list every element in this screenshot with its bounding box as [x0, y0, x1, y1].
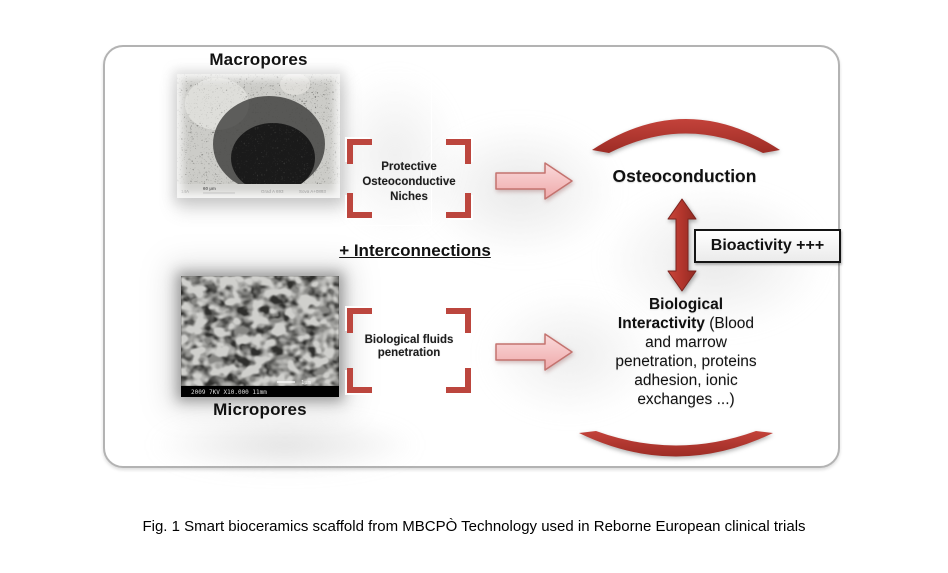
micro-niche-line2: penetration [377, 347, 441, 359]
niche-bracket-macro: Protective Osteoconductive Niches [347, 139, 471, 218]
sem-macro-footer-left: 14A [181, 189, 189, 194]
osteoconduction-label: Osteoconduction [612, 166, 757, 186]
micropores-label: Micropores [213, 400, 307, 419]
bio-line: adhesion, ionic [634, 372, 738, 389]
bio-line: Interactivity (Blood [617, 315, 755, 332]
sem-image-macropores: 14A 60 µm Grad A 693 Sova A+0893 [177, 74, 340, 198]
micro-niche-text: Biological fluids penetration [347, 334, 471, 360]
bracket-corner-tl [347, 308, 372, 333]
micro-niche-line1: Biological fluids [364, 334, 454, 346]
bracket-corner-bl [347, 368, 372, 393]
bracket-corner-tr [446, 308, 471, 333]
bio-line: Biological [648, 296, 724, 313]
interconnections-label: + Interconnections [339, 241, 491, 260]
bracket-corner-tr [446, 139, 471, 164]
double-arrow-icon [666, 198, 698, 292]
white-outline-box [341, 72, 432, 226]
sem-micro-graphic: 1µm 2009 7KV X10.000 11mm [181, 276, 339, 397]
bio-line: and marrow [645, 334, 727, 351]
bioactivity-box: Bioactivity +++ [694, 229, 841, 263]
bio-line: penetration, proteins [615, 353, 757, 370]
figure-caption: Fig. 1 Smart bioceramics scaffold from M… [142, 518, 806, 535]
bracket-corner-br [446, 368, 471, 393]
macro-niche-line3: Niches [390, 191, 428, 203]
sem-macro-footer-right: Sova A+0893 [299, 189, 326, 194]
right-arrow-macro-icon [495, 160, 575, 202]
bracket-corner-tl [347, 139, 372, 164]
sem-image-micropores: 1µm 2009 7KV X10.000 11mm [181, 276, 339, 397]
arc-top-icon [588, 114, 784, 156]
sem-macro-footer-scale: 60 µm [203, 186, 216, 191]
bracket-corner-br [446, 193, 471, 218]
sem-macro-graphic: 14A 60 µm Grad A 693 Sova A+0893 [177, 74, 340, 198]
right-arrow-micro-icon [495, 331, 575, 373]
sem-macro-footer-grad: Grad A 693 [261, 189, 284, 194]
macro-niche-line1: Protective [381, 161, 437, 173]
bioactivity-label: Bioactivity +++ [710, 237, 825, 254]
sem-micro-footer: 2009 7KV X10.000 11mm [191, 389, 267, 396]
bio-line: exchanges ...) [637, 391, 735, 408]
biological-interactivity-text: Biological Interactivity (Blood and marr… [597, 295, 775, 409]
macro-niche-line2: Osteoconductive [362, 176, 456, 188]
macro-niche-text: Protective Osteoconductive Niches [347, 160, 471, 205]
sem-micro-scale: 1µm [301, 380, 312, 386]
arc-bottom-icon [574, 430, 778, 462]
niche-bracket-micro: Biological fluids penetration [347, 308, 471, 393]
macropores-label: Macropores [209, 50, 308, 69]
bracket-corner-bl [347, 193, 372, 218]
